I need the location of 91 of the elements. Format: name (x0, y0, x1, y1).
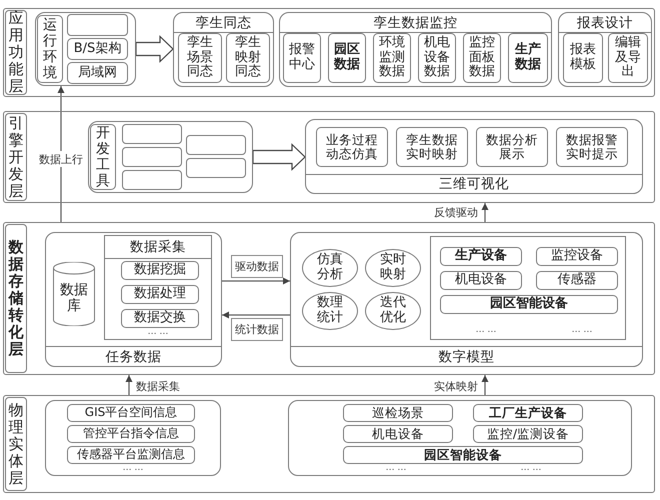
group-header: 报表设计 (559, 13, 651, 33)
arrow (58, 86, 64, 222)
section-panel (104, 235, 212, 340)
module-box: 监控设备 (536, 247, 618, 266)
database-cylinder: 数据库 (53, 262, 95, 326)
group-header: 孪生同态 (174, 13, 273, 33)
module-box: 传感器 (536, 271, 618, 290)
module-box: 生产数据 (508, 33, 548, 83)
blank-box (186, 158, 246, 178)
group-panel (558, 12, 652, 87)
module-box: 巡检场景 (343, 404, 453, 422)
ellipsis-text: … … (570, 325, 594, 336)
module-box: 传感器平台监测信息 (67, 446, 195, 464)
module-box: 监控/监测设备 (473, 425, 583, 443)
module-box: 孪生映射同态 (226, 33, 270, 83)
ellipsis-text: … … (122, 463, 144, 474)
module-box: 机电设备 (440, 271, 522, 290)
ellipsis-text: … … (146, 327, 170, 338)
edge-label: 驱动数据 (231, 255, 283, 278)
blank-box (122, 170, 182, 190)
section-panel (430, 236, 626, 340)
layer-band (3, 8, 655, 97)
layer-band (3, 395, 655, 493)
layer-label: 引擎开发层 (5, 113, 27, 201)
arrow (222, 278, 290, 284)
module-box: 园区智能设备 (440, 295, 618, 314)
group-label: 开发工具 (90, 124, 116, 190)
module-box: 园区智能设备 (343, 446, 583, 464)
group-header: 孪生数据监控 (280, 13, 551, 33)
module-box: 生产设备 (440, 247, 522, 266)
blank-box (186, 135, 246, 155)
module-box: 工厂生产设备 (473, 404, 583, 422)
blank-box (122, 147, 182, 167)
edge-label: 数据上行 (37, 151, 85, 167)
module-box: 数据处理 (121, 285, 199, 304)
group-panel (290, 232, 643, 367)
edge-label: 统计数据 (231, 318, 283, 341)
module-box: 报表模板 (563, 33, 603, 83)
group-panel (288, 400, 632, 476)
group-label: 运行环境 (37, 15, 63, 83)
module-box: B/S架构 (67, 38, 128, 60)
edge-label: 实体映射 (432, 379, 480, 394)
module-box: 数据交换 (121, 309, 199, 328)
arrow (126, 374, 132, 396)
block-arrow (135, 35, 174, 63)
module-box: 机电设备 (343, 425, 453, 443)
function-ellipse: 数理统计 (302, 292, 358, 330)
module-box: 报警中心 (283, 33, 321, 83)
group-footer: 任务数据 (46, 346, 221, 366)
group-panel (88, 121, 253, 193)
arrow (222, 312, 290, 318)
module-box: GIS平台空间信息 (67, 404, 195, 422)
module-box: 环境监测数据 (373, 33, 411, 83)
group-panel (45, 400, 221, 476)
module-box: 管控平台指令信息 (67, 425, 195, 443)
ellipsis-text: … … (474, 325, 498, 336)
module-box: 编辑及导出 (608, 33, 648, 83)
function-ellipse: 仿真分析 (302, 249, 358, 287)
module-box: 园区数据 (328, 33, 366, 83)
edge-label: 数据采集 (134, 379, 182, 394)
module-box: 机电设备数据 (418, 33, 456, 83)
module-box: 业务过程动态仿真 (316, 127, 388, 167)
module-box: 数据报警实时提示 (556, 127, 628, 167)
group-panel (173, 12, 274, 87)
arrow (482, 202, 488, 222)
ellipsis-text: … … (384, 463, 408, 474)
block-arrow (252, 143, 306, 171)
blank-box (122, 124, 182, 144)
layer-label: 应用功能层 (5, 10, 27, 95)
edge-label: 反馈驱动 (432, 205, 480, 220)
module-box: 数据挖掘 (121, 261, 199, 280)
blank-box (67, 14, 128, 36)
group-panel (279, 12, 552, 87)
module-box: 局域网 (67, 62, 128, 84)
group-header: 数据采集 (105, 236, 211, 259)
function-ellipse: 迭代优化 (365, 292, 421, 330)
group-footer: 三维可视化 (306, 174, 642, 193)
module-box: 监控面板数据 (463, 33, 501, 83)
ellipsis-text: … … (520, 463, 542, 474)
function-ellipse: 实时映射 (365, 249, 421, 287)
arrow (482, 374, 488, 396)
group-footer: 数字模型 (291, 346, 642, 366)
layer-label: 物理实体层 (5, 397, 27, 491)
layer-band (3, 111, 655, 203)
module-box: 孪生场景同态 (178, 33, 222, 83)
layer-label: 数据存储转化层 (5, 224, 27, 373)
group-panel (305, 119, 643, 194)
module-box: 数据分析展示 (476, 127, 548, 167)
group-panel (35, 12, 136, 86)
module-box: 孪生数据实时映射 (396, 127, 468, 167)
group-panel (45, 232, 222, 367)
